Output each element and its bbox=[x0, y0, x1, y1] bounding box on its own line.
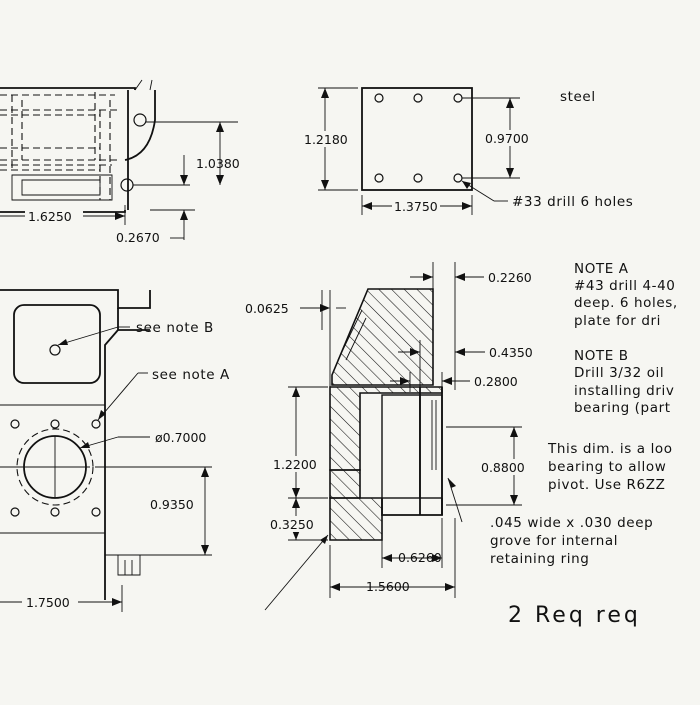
dim-0-9700: 0.9700 bbox=[485, 131, 529, 146]
dim-0-2260: 0.2260 bbox=[488, 270, 532, 285]
groove-line-1: .045 wide x .030 deep bbox=[490, 515, 653, 531]
note-b-title: NOTE B bbox=[574, 348, 629, 364]
dim-0-3250: 0.3250 bbox=[270, 517, 314, 532]
dim-note-line-2: bearing to allow bbox=[548, 459, 666, 475]
dim-1-3750: 1.3750 bbox=[394, 199, 438, 214]
dim-1-0380: 1.0380 bbox=[196, 156, 240, 171]
dim-note-line-3: pivot. Use R6ZZ bbox=[548, 477, 665, 493]
dim-0-4350: 0.4350 bbox=[489, 345, 533, 360]
dim-1-2180: 1.2180 bbox=[304, 132, 348, 147]
dim-0-0625: 0.0625 bbox=[245, 301, 289, 316]
note-b-line-2: installing driv bbox=[574, 383, 674, 399]
note-a-line-3: plate for dri bbox=[574, 313, 661, 329]
dim-0-8800: 0.8800 bbox=[481, 460, 525, 475]
dim-0-2800: 0.2800 bbox=[474, 374, 518, 389]
dim-1-7500: 1.7500 bbox=[26, 595, 70, 610]
note-b-line-3: bearing (part bbox=[574, 400, 671, 416]
plate-view: 1.2180 0.9700 1.3750 #33 drill 6 holes s… bbox=[303, 87, 633, 215]
dim-1-2200: 1.2200 bbox=[273, 457, 317, 472]
note-a-line-1: #43 drill 4-40 bbox=[574, 278, 675, 294]
dim-0-9350: 0.9350 bbox=[150, 497, 194, 512]
dim-1-6250: 1.6250 bbox=[28, 209, 72, 224]
dim-0-2670: 0.2670 bbox=[116, 230, 160, 245]
dim-dia-0-7000: ø0.7000 bbox=[155, 430, 206, 445]
material-label: steel bbox=[560, 89, 596, 105]
groove-line-2: grove for internal bbox=[490, 533, 618, 549]
footer-text: 2 Req req bbox=[508, 603, 641, 628]
dim-note-line-1: This dim. is a loo bbox=[547, 441, 673, 457]
groove-line-3: retaining ring bbox=[490, 551, 589, 567]
see-note-b: see note B bbox=[136, 320, 214, 336]
front-view: see note B see note A ø0.7000 0.9350 1.7… bbox=[0, 289, 230, 612]
note-a-title: NOTE A bbox=[574, 261, 629, 277]
drill-33-label: #33 drill 6 holes bbox=[512, 194, 633, 210]
notes-block: NOTE A #43 drill 4-40 deep. 6 holes, pla… bbox=[508, 261, 678, 628]
note-b-line-1: Drill 3/32 oil bbox=[574, 365, 664, 381]
see-note-a: see note A bbox=[152, 367, 230, 383]
top-left-view: 1.0380 0.2670 1.6250 bbox=[0, 79, 240, 245]
dim-0-6260: 0.6260 bbox=[398, 550, 442, 565]
note-a-line-2: deep. 6 holes, bbox=[574, 295, 678, 311]
section-view: 0.0625 0.2260 0.4350 0.2800 1.2200 bbox=[245, 262, 653, 611]
dim-1-5600: 1.5600 bbox=[366, 579, 410, 594]
